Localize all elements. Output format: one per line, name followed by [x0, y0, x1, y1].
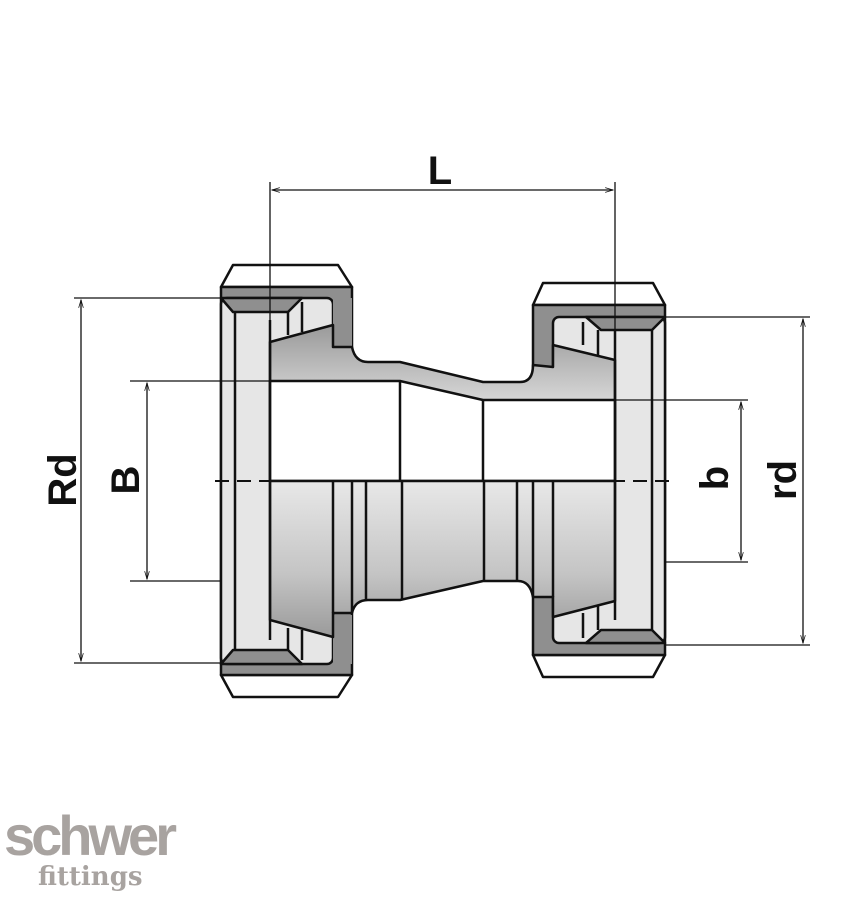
label-L: L: [428, 149, 452, 193]
fitting-body: [268, 320, 617, 640]
logo-wordmark-schwer: schwer: [4, 804, 177, 867]
label-Rd: Rd: [41, 453, 85, 506]
label-rd: rd: [761, 460, 805, 500]
dimension-lines: [74, 182, 810, 664]
label-B: B: [104, 466, 148, 495]
logo-wordmark-fittings: fittings: [38, 862, 143, 892]
label-b: b: [693, 466, 737, 490]
